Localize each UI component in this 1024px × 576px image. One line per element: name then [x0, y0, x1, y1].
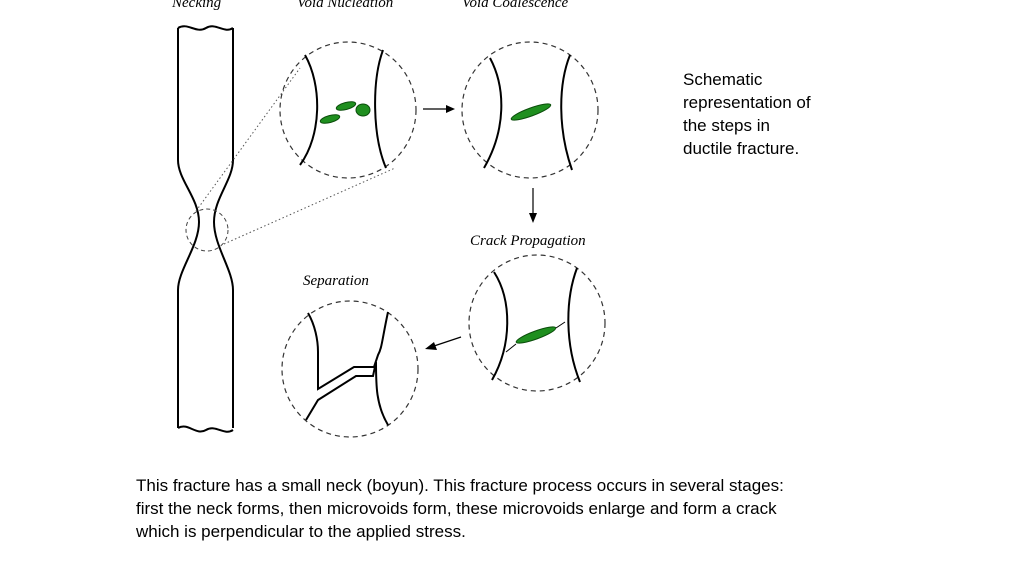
propagating-crack — [515, 326, 557, 344]
label-void-coalescence: Void Coalescence — [462, 0, 569, 11]
necked-specimen — [177, 25, 234, 433]
fractured-upper-half — [307, 311, 389, 391]
caption-line: the steps in — [683, 116, 770, 135]
microvoid — [335, 101, 357, 111]
coalesced-void — [510, 103, 552, 121]
paragraph-line: This fracture has a small neck (boyun). … — [136, 476, 784, 495]
void-coalescence-circle — [461, 41, 599, 179]
arrow-to-separation — [425, 336, 462, 350]
neck-wall-left — [491, 271, 509, 381]
separation-stage — [281, 300, 419, 438]
void-nucleation-circle — [279, 41, 417, 179]
neck-wall-left — [483, 57, 503, 169]
caption-line: Schematic — [683, 70, 763, 89]
neck-wall-right — [567, 267, 581, 383]
separation-circle — [281, 300, 419, 438]
arrow-to-crack-propagation — [529, 188, 537, 223]
label-separation: Separation — [303, 273, 369, 289]
paragraph-line: first the neck forms, then microvoids fo… — [136, 499, 777, 518]
void-coalescence-stage — [461, 41, 599, 179]
microvoid — [355, 103, 371, 117]
zoom-line-bottom — [223, 167, 396, 245]
diagram-caption: Schematic representation of the steps in… — [683, 68, 853, 160]
caption-line: representation of — [683, 93, 811, 112]
label-void-nucleation: Void Nucleation — [297, 0, 393, 11]
caption-line: ductile fracture. — [683, 139, 800, 158]
label-crack-propagation: Crack Propagation — [470, 233, 586, 249]
arrow-to-coalescence — [423, 105, 455, 113]
crack-propagation-stage — [468, 254, 606, 392]
fractured-lower-half — [305, 361, 389, 426]
explanation-paragraph: This fracture has a small neck (boyun). … — [136, 474, 896, 543]
void-nucleation-stage — [279, 41, 417, 179]
crack-propagation-circle — [468, 254, 606, 392]
paragraph-line: which is perpendicular to the applied st… — [136, 522, 466, 541]
neck-wall-right — [560, 54, 573, 171]
microvoid — [319, 114, 341, 124]
crack-tip-lines — [505, 321, 566, 353]
label-necking: Necking — [171, 0, 222, 11]
neck-highlight-circle — [185, 208, 229, 252]
neck-wall-right — [374, 49, 387, 169]
zoom-line-top — [195, 67, 301, 212]
neck-wall-left — [299, 54, 319, 166]
